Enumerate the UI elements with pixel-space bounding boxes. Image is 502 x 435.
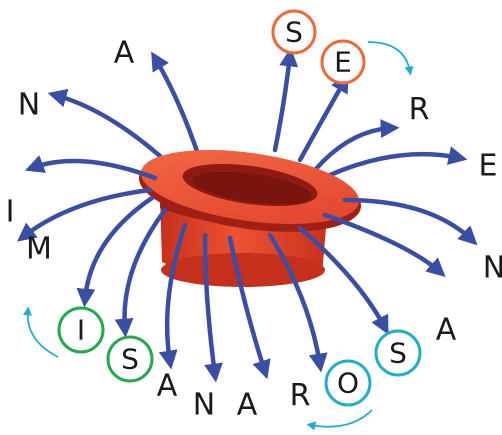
cycle-arrow-top-icon: [367, 41, 414, 76]
letter-a-bottom-1: A: [157, 369, 178, 404]
cycle-arrow-bottom-icon: [306, 409, 373, 431]
arrows-back-group: [47, 47, 468, 178]
letter-i-circled: I: [77, 314, 85, 347]
arrows-back-arrow-5: [312, 119, 400, 173]
letter-a-bottom-2: A: [237, 388, 258, 423]
arrows-front-arrow-11: [342, 197, 478, 246]
ring-o-bottom: [324, 359, 372, 407]
cycle-arrow-left-icon: [22, 306, 59, 358]
ring-i-left: [57, 306, 105, 354]
arrows-front-arrow-8: [267, 232, 328, 373]
ring-e-top: [320, 39, 366, 85]
letter-a-right: A: [436, 313, 457, 348]
ring-s-top: [271, 9, 317, 55]
arrows-front-arrow-10: [322, 212, 446, 278]
arrows-back-arrow-2: [47, 88, 173, 168]
arrows-back-arrow-4: [297, 73, 349, 163]
arrows-front-arrow-2: [17, 187, 153, 242]
letter-r-bottom: R: [290, 379, 311, 414]
letter-s-circled-orange: S: [285, 16, 303, 49]
arrows-back-arrow-6: [327, 146, 468, 178]
letter-i-left: I: [6, 195, 15, 230]
letter-s-circled-cyan: S: [389, 337, 407, 370]
ring-s-left: [106, 335, 154, 383]
letter-n-bottom: N: [193, 388, 215, 423]
letter-e-right: E: [479, 149, 498, 184]
letter-n-top: N: [18, 88, 40, 123]
arrows-front-arrow-3: [76, 195, 155, 308]
letter-o-circled: O: [337, 367, 359, 400]
ring-s-right: [374, 329, 422, 377]
arrows-back-arrow-1: [151, 51, 203, 163]
arrows-front-arrow-4: [114, 207, 168, 338]
letter-e-circled: E: [334, 46, 352, 79]
arrows-front-arrow-5: [158, 222, 188, 370]
arrows-front-arrow-6: [202, 232, 223, 383]
letter-n-right: N: [483, 251, 502, 286]
letter-r-right: R: [409, 93, 430, 128]
arrows-back-arrow-3: [272, 47, 299, 153]
letter-m-left: M: [26, 232, 52, 267]
arrows-front-arrow-9: [297, 225, 389, 335]
letter-s-circled-green: S: [121, 343, 139, 376]
arrows-front-group: [17, 155, 478, 383]
magic-hat-icon: [138, 150, 362, 287]
arrows-front-arrow-1: [24, 155, 158, 181]
arrows-front-arrow-7: [227, 235, 271, 380]
letter-a-top: A: [114, 36, 135, 71]
